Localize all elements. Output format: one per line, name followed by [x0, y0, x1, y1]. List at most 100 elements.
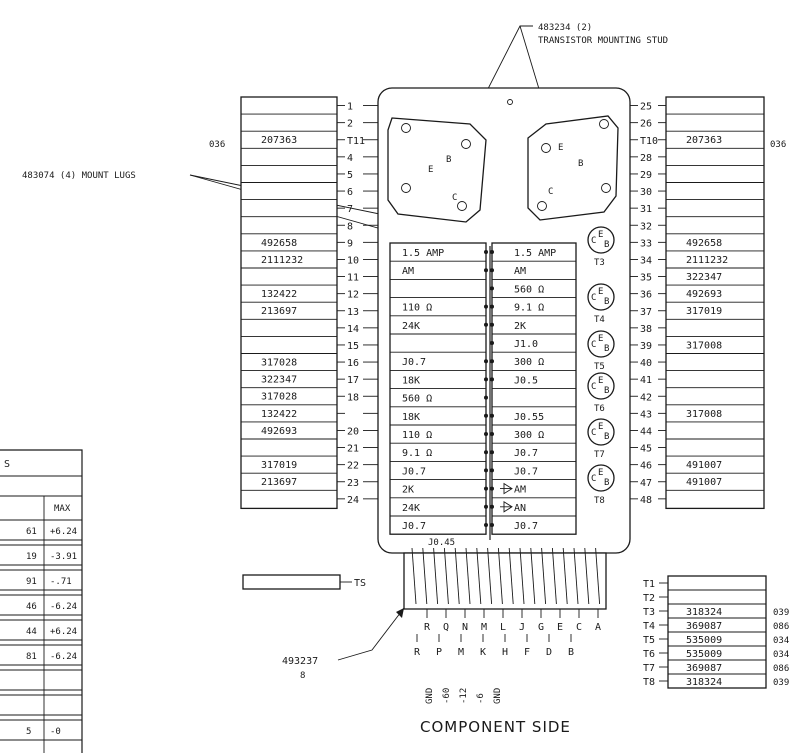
edge-top-letter: M	[481, 622, 487, 633]
t-table-part: 318324	[686, 607, 722, 618]
left-pin-label: 18	[347, 392, 359, 403]
edge-voltage-label: -12	[459, 688, 469, 704]
edge-voltage-label: GND	[493, 688, 503, 704]
svg-text:E: E	[558, 143, 563, 153]
right-part-code: 036	[770, 140, 786, 150]
edge-top-letter: E	[557, 622, 563, 633]
right-part-number: 317008	[686, 409, 722, 420]
left-pin-label: 24	[347, 495, 359, 506]
edge-bottom-letter: K	[480, 647, 486, 658]
spec-table-max: -6.24	[50, 602, 77, 612]
left-component-label: 2K	[402, 485, 414, 496]
spec-table-max: +6.24	[50, 527, 77, 537]
transistor-t5	[587, 330, 615, 358]
spec-table-value: 5	[26, 727, 31, 737]
left-part-number: 2111232	[261, 255, 303, 266]
right-part-number: 491007	[686, 477, 722, 488]
left-pin-label: 12	[347, 290, 359, 301]
spec-table-header: S	[4, 459, 10, 470]
edge-bottom-letter: R	[414, 647, 421, 658]
right-component-label: J0.5	[514, 375, 538, 386]
right-pin-label: 32	[640, 221, 652, 232]
t-table-code: 039	[773, 608, 789, 618]
transistor-t3	[587, 226, 615, 254]
spec-table-max: +6.24	[50, 627, 77, 637]
spec-table-frame	[0, 449, 83, 753]
t-table-code: 086	[773, 622, 789, 632]
left-pin-label: 20	[347, 426, 359, 437]
spec-table-value: 81	[26, 652, 37, 662]
transistor-label: T8	[594, 496, 605, 506]
left-part-number: 317019	[261, 460, 297, 471]
right-pin-label: 40	[640, 358, 652, 369]
left-pin-label: 17	[347, 375, 359, 386]
edge-voltage-label: GND	[425, 688, 435, 704]
board-hole	[507, 99, 513, 105]
left-part-number: 132422	[261, 289, 297, 300]
left-pin-label: 9	[347, 238, 353, 249]
transistor-pin: B	[604, 297, 609, 307]
t-table-pin: T6	[643, 649, 655, 660]
ts-label: TS	[354, 578, 366, 589]
right-part-number: 317008	[686, 340, 722, 351]
spec-table-value: 91	[26, 577, 37, 587]
left-pin-label: T11	[347, 136, 365, 147]
left-component-label: 110 Ω	[402, 303, 432, 314]
right-pin-label: 35	[640, 273, 652, 284]
left-pin-label: 16	[347, 358, 359, 369]
stud-label-part: 483234 (2)	[538, 23, 592, 33]
right-pin-label: 34	[640, 255, 652, 266]
svg-text:B: B	[578, 159, 583, 169]
transistor-pin: E	[598, 376, 603, 386]
left-component-label: J0.7	[402, 466, 426, 477]
edge-top-letter: L	[500, 622, 506, 633]
right-pin-label: 47	[640, 478, 652, 489]
right-part-number: 2111232	[686, 255, 728, 266]
transistor-pin: E	[598, 334, 603, 344]
spec-table-max: -.71	[50, 577, 72, 587]
right-pin-label: 37	[640, 307, 652, 318]
edge-bottom-letter: H	[502, 647, 508, 658]
left-pin-label: 15	[347, 341, 359, 352]
transistor-pin: C	[591, 428, 596, 438]
right-pin-label: 33	[640, 238, 652, 249]
left-component-label: 1.5 AMP	[402, 248, 444, 259]
left-component-label: J0.7	[402, 357, 426, 368]
transistor-label: T3	[594, 258, 605, 268]
left-pin-label: 22	[347, 461, 359, 472]
right-component-label: J0.7	[514, 466, 538, 477]
transistor-pin: B	[604, 240, 609, 250]
t-table-pin: T5	[643, 635, 655, 646]
heat-sink-right: E B C	[527, 115, 619, 221]
left-pin-label: 23	[347, 478, 359, 489]
left-component-label: 110 Ω	[402, 430, 432, 441]
left-component-label: 18K	[402, 375, 420, 386]
t-table-part: 535009	[686, 649, 722, 660]
edge-top-letter: A	[595, 622, 601, 633]
transistor-pin: B	[604, 432, 609, 442]
bottom-jumper-label: J0.45	[428, 538, 455, 548]
left-pin-label: 10	[347, 255, 359, 266]
ts-box	[242, 574, 341, 590]
right-pin-label: 42	[640, 392, 652, 403]
edge-top-letter: G	[538, 622, 544, 633]
left-component-label: 560 Ω	[402, 394, 432, 405]
transistor-t4	[587, 283, 615, 311]
right-pin-label: 31	[640, 204, 652, 215]
left-part-number: 207363	[261, 135, 297, 146]
transistor-pin: E	[598, 287, 603, 297]
svg-text:C: C	[548, 187, 553, 197]
right-pin-label: 44	[640, 426, 652, 437]
left-component-label: AM	[402, 266, 414, 277]
t-table-pin: T8	[643, 677, 655, 688]
right-pin-label: 36	[640, 290, 652, 301]
spec-table-col-max: MAX	[54, 504, 71, 514]
left-part-number: 132422	[261, 409, 297, 420]
spec-table-max: -6.24	[50, 652, 77, 662]
spec-table-value: 61	[26, 527, 37, 537]
right-parts-column: 2526207363T10282930313249265833211123234…	[630, 96, 765, 510]
